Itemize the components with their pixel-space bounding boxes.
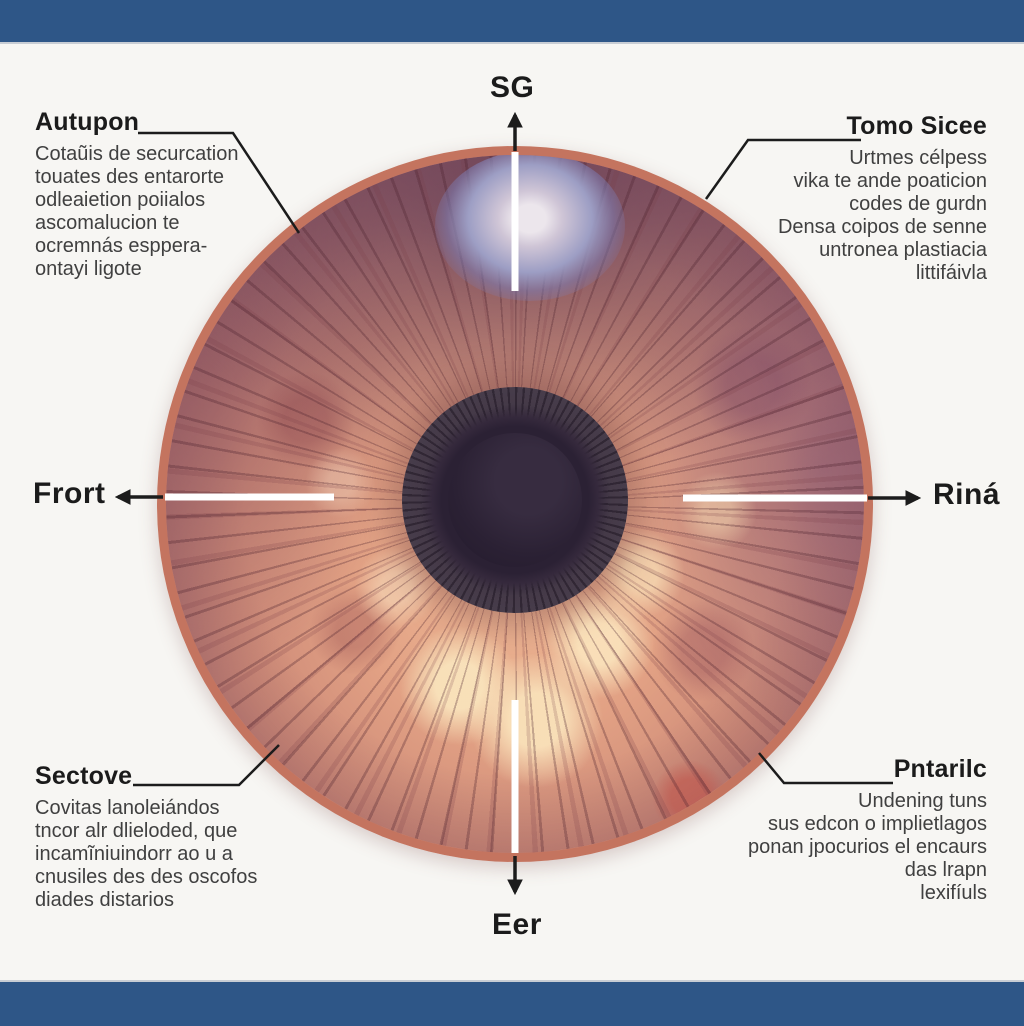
pupil-core <box>448 433 582 567</box>
callout-bottom-left: Sectove Covitas lanoleiándos tncor alr d… <box>35 762 305 912</box>
callout-line: diades distarios <box>35 889 174 911</box>
light-reflection <box>435 155 625 301</box>
pupil <box>402 387 628 613</box>
callout-line: cnusiles des des oscofos <box>35 866 258 888</box>
callout-line: ocremnás esppera- <box>35 235 208 257</box>
callout-title: Pntarilc <box>893 755 987 783</box>
bottom-border-bar <box>0 980 1024 1026</box>
callout-line: ponan jpocurios el encaurs <box>747 836 987 858</box>
callout-line: Covitas lanoleiándos <box>35 797 220 819</box>
callout-line: untronea plastiacia <box>819 239 987 261</box>
label-left: Frort <box>33 477 106 510</box>
callout-line: lexifíuls <box>920 882 987 904</box>
callout-line: touates des entarorte <box>35 166 225 188</box>
callout-line: Undening tuns <box>858 790 987 812</box>
label-bottom: Eer <box>492 908 542 941</box>
label-top: SG <box>490 71 535 104</box>
callout-line: vika te ande poaticion <box>793 170 987 192</box>
callout-line: Urtmes célpess <box>849 147 987 169</box>
callout-top-left: Autupon Cotaũis de securcation touates d… <box>35 108 305 281</box>
callout-line: odleaietion poiialos <box>35 189 206 211</box>
callout-line: incamĩniuindorr ao u a <box>35 843 233 865</box>
top-border-bar <box>0 0 1024 44</box>
callout-title: Tomo Sicee <box>846 112 987 140</box>
callout-line: sus edcon o implietlagos <box>767 813 987 835</box>
callout-title: Sectove <box>35 762 133 790</box>
callout-line: Densa coipos de senne <box>777 216 987 238</box>
callout-line: littifáivla <box>915 262 987 284</box>
callout-top-right: Tomo Sicee Urtmes célpess vika te ande p… <box>717 112 987 285</box>
callout-line: Cotaũis de securcation <box>35 143 239 165</box>
callout-line: das lrapn <box>904 859 987 881</box>
callout-title: Autupon <box>35 108 140 136</box>
callout-line: codes de gurdn <box>849 193 987 215</box>
label-right: Riná <box>933 478 1001 511</box>
callout-bottom-right: Pntarilc Undening tuns sus edcon o impli… <box>717 755 987 905</box>
callout-line: ascomalucion te <box>35 212 180 234</box>
callout-line: tncor alr dlieloded, que <box>35 820 238 842</box>
callout-line: ontayi ligote <box>35 258 142 280</box>
